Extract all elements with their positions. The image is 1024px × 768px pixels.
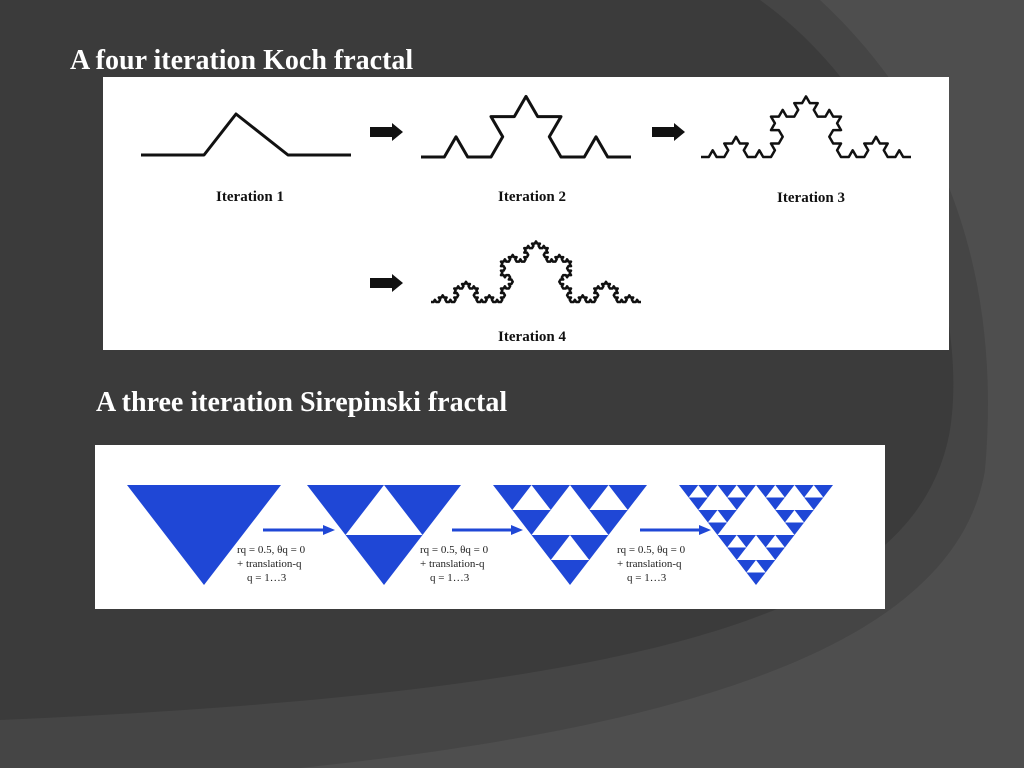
sierpinski-iteration-0 xyxy=(127,485,281,585)
transform-translation: + translation-q xyxy=(617,558,682,570)
sierpinski-hole xyxy=(688,485,708,498)
sierpinski-hole xyxy=(775,485,814,510)
koch-iteration-3 xyxy=(701,95,911,159)
transform-arrow-1 xyxy=(263,525,335,535)
sierpinski-hole xyxy=(727,485,747,498)
koch-label-3: Iteration 3 xyxy=(777,190,845,206)
koch-label-4: Iteration 4 xyxy=(498,329,566,345)
koch-curve-3 xyxy=(701,95,911,159)
koch-curve-4 xyxy=(431,240,641,304)
transform-arrow-3 xyxy=(640,525,711,535)
sierpinski-hole xyxy=(531,485,609,535)
sierpinski-hole xyxy=(698,485,737,510)
transform-range: q = 1…3 xyxy=(247,572,287,584)
sierpinski-triangle xyxy=(127,485,281,585)
sierpinski-iteration-1 xyxy=(307,485,461,585)
arrow-icon xyxy=(370,123,403,141)
arrow-icon xyxy=(652,123,685,141)
sierpinski-hole xyxy=(589,485,628,510)
koch-label-2: Iteration 2 xyxy=(498,189,566,205)
sierpinski-hole xyxy=(746,560,766,573)
sierpinski-hole xyxy=(765,535,785,548)
sierpinski-hole xyxy=(727,535,747,548)
sierpinski-hole xyxy=(512,485,551,510)
koch-iteration-4 xyxy=(431,240,641,304)
transform-text-2: rq = 0.5, θq = 0 + translation-q q = 1…3 xyxy=(420,544,489,584)
transform-params: rq = 0.5, θq = 0 xyxy=(420,544,489,556)
transform-range: q = 1…3 xyxy=(627,572,667,584)
koch-heading: A four iteration Koch fractal xyxy=(70,45,414,76)
koch-curve-1 xyxy=(141,112,351,157)
sierpinski-heading: A three iteration Sirepinski fractal xyxy=(96,387,508,418)
sierpinski-iteration-3 xyxy=(679,485,833,585)
koch-label-1: Iteration 1 xyxy=(216,189,284,205)
koch-iteration-2 xyxy=(421,94,631,159)
koch-figure: Iteration 1 Iteration 2 Iteration 3 Iter… xyxy=(103,77,949,350)
background-swoosh-light xyxy=(300,0,1024,768)
arrow-icon xyxy=(370,274,403,292)
sierpinski-hole xyxy=(784,510,805,523)
transform-arrow-2 xyxy=(452,525,523,535)
sierpinski-hole xyxy=(345,485,423,535)
sierpinski-hole xyxy=(765,485,785,498)
transform-params: rq = 0.5, θq = 0 xyxy=(237,544,306,556)
sierpinski-figure: rq = 0.5, θq = 0 + translation-q q = 1…3… xyxy=(95,445,885,609)
transform-text-1: rq = 0.5, θq = 0 + translation-q q = 1…3 xyxy=(237,544,306,584)
koch-iteration-1 xyxy=(141,112,351,157)
sierpinski-hole xyxy=(717,485,795,535)
transform-translation: + translation-q xyxy=(420,558,485,570)
sierpinski-hole xyxy=(736,535,776,560)
koch-curve-2 xyxy=(421,94,631,159)
sierpinski-iteration-2 xyxy=(493,485,647,585)
transform-translation: + translation-q xyxy=(237,558,302,570)
sierpinski-hole xyxy=(804,485,824,498)
sierpinski-hole xyxy=(707,510,728,523)
sierpinski-hole xyxy=(550,535,590,560)
transform-range: q = 1…3 xyxy=(430,572,470,584)
transform-text-3: rq = 0.5, θq = 0 + translation-q q = 1…3 xyxy=(617,544,686,584)
transform-params: rq = 0.5, θq = 0 xyxy=(617,544,686,556)
